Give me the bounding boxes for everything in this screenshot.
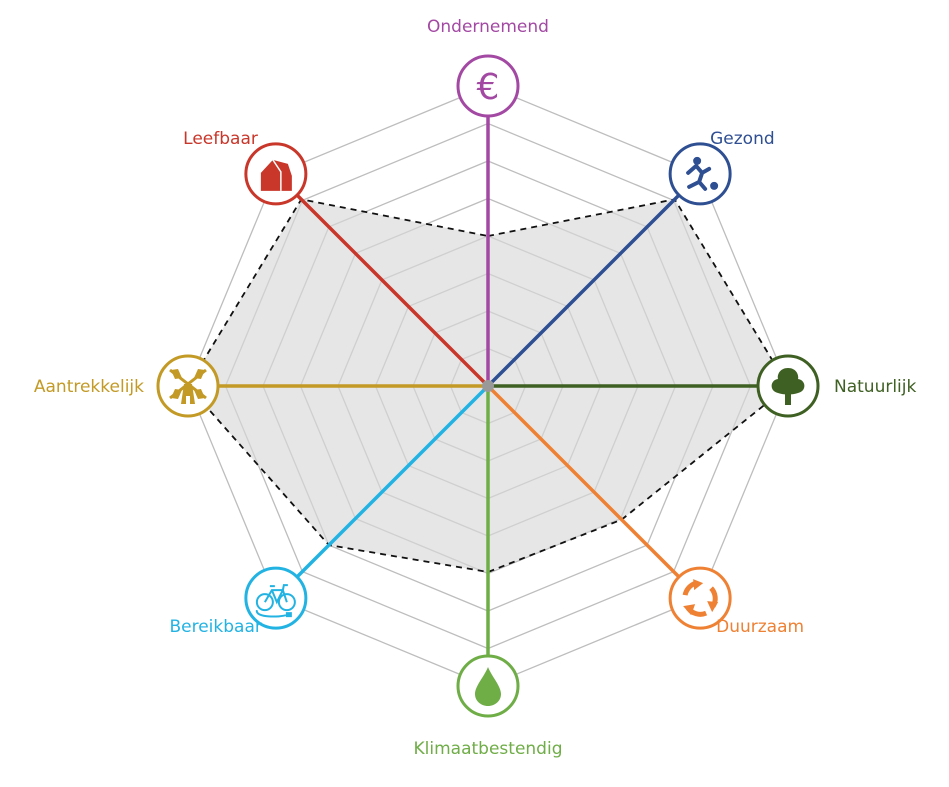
axis-label-leefbaar: Leefbaar (183, 129, 258, 149)
euro-icon: € (456, 54, 520, 118)
tree-icon (756, 354, 820, 418)
axis-label-klimaatbestendig: Klimaatbestendig (414, 739, 563, 759)
house-icon (244, 142, 308, 206)
axis-label-ondernemend: Ondernemend (427, 17, 549, 37)
recycle-icon (668, 566, 732, 630)
spoke-leefbaar (295, 193, 490, 388)
spoke-bereikbaar (295, 384, 490, 579)
center-dot (482, 380, 494, 392)
windmill-icon (156, 354, 220, 418)
axis-label-natuurlijk: Natuurlijk (834, 377, 917, 397)
football-player-icon (668, 142, 732, 206)
axis-label-gezond: Gezond (710, 129, 775, 149)
spoke-gezond (486, 193, 681, 388)
axis-label-duurzaam: Duurzaam (716, 617, 804, 637)
water-drop-icon (456, 654, 520, 718)
svg-text:€: € (477, 67, 500, 108)
axis-label-aantrekkelijk: Aantrekkelijk (34, 377, 144, 397)
bicycle-icon (244, 566, 308, 630)
axis-label-bereikbaar: Bereikbaar (169, 617, 261, 637)
spoke-duurzaam (486, 384, 681, 579)
